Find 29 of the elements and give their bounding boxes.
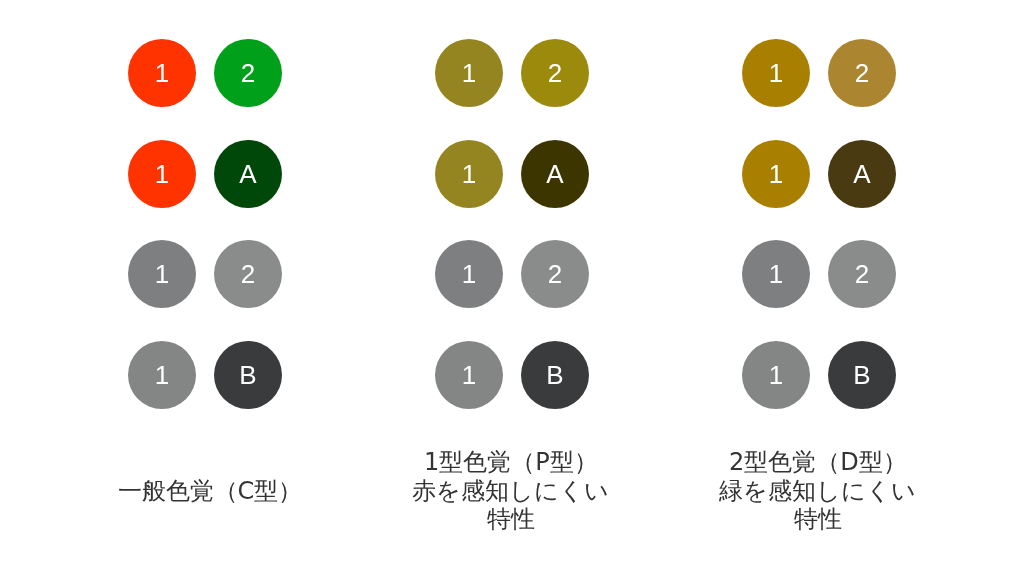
labeled-circle: 1 bbox=[128, 140, 196, 208]
type-caption: 1型色覚（P型） bbox=[424, 448, 598, 476]
labeled-circle: 1 bbox=[435, 240, 503, 308]
description-text: 赤を感知しにくい特性 bbox=[411, 477, 611, 533]
labeled-circle: 2 bbox=[521, 39, 589, 107]
labeled-circle: 1 bbox=[435, 341, 503, 409]
labeled-circle: B bbox=[214, 341, 282, 409]
labeled-circle: B bbox=[828, 341, 896, 409]
labeled-circle: 2 bbox=[214, 39, 282, 107]
description-text: 緑を感知しにくい特性 bbox=[718, 477, 918, 533]
labeled-circle: 2 bbox=[828, 39, 896, 107]
labeled-circle: 1 bbox=[435, 39, 503, 107]
labeled-circle: 1 bbox=[435, 140, 503, 208]
labeled-circle: 1 bbox=[742, 341, 810, 409]
labeled-circle: 1 bbox=[128, 39, 196, 107]
labeled-circle: 2 bbox=[828, 240, 896, 308]
labeled-circle: 1 bbox=[128, 240, 196, 308]
labeled-circle: 1 bbox=[742, 39, 810, 107]
labeled-circle: 2 bbox=[214, 240, 282, 308]
labeled-circle: 1 bbox=[742, 140, 810, 208]
type-caption: 一般色覚（C型） bbox=[117, 477, 303, 505]
labeled-circle: 1 bbox=[742, 240, 810, 308]
labeled-circle: A bbox=[521, 140, 589, 208]
labeled-circle: 1 bbox=[128, 341, 196, 409]
type-caption: 2型色覚（D型） bbox=[729, 448, 907, 476]
labeled-circle: A bbox=[828, 140, 896, 208]
labeled-circle: A bbox=[214, 140, 282, 208]
labeled-circle: B bbox=[521, 341, 589, 409]
labeled-circle: 2 bbox=[521, 240, 589, 308]
